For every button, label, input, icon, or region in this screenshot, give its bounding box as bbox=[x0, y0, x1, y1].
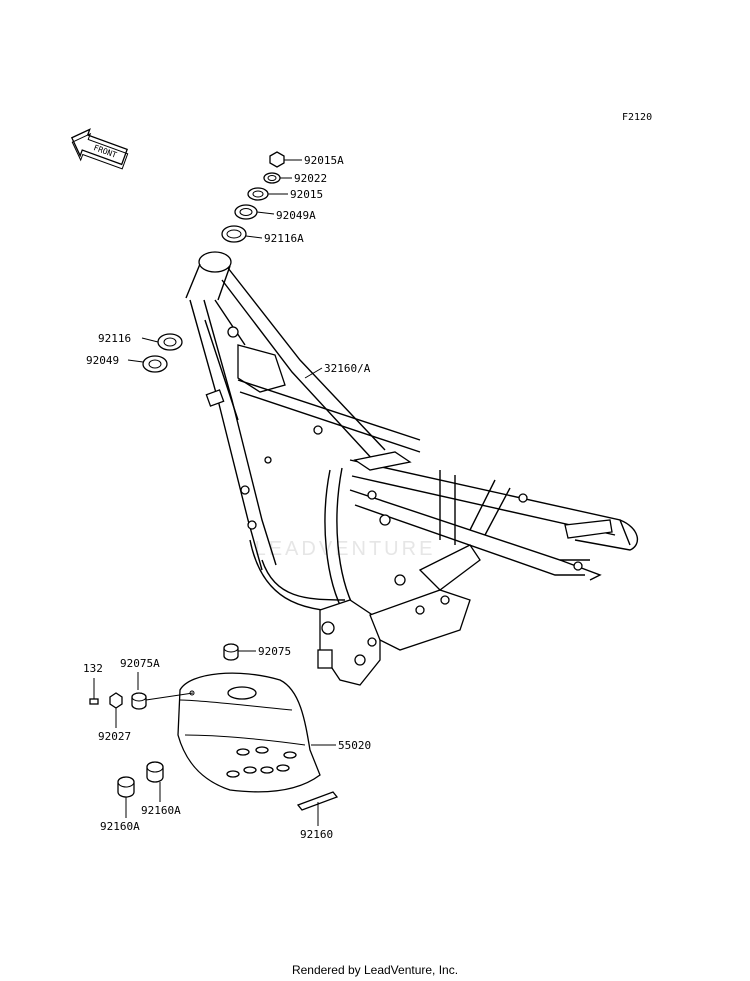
callout-92049[interactable]: 92049 bbox=[86, 354, 119, 367]
callout-92116a[interactable]: 92116A bbox=[264, 232, 304, 245]
callout-92075[interactable]: 92075 bbox=[258, 645, 291, 658]
washer-92022 bbox=[263, 172, 281, 184]
strip-92160 bbox=[296, 791, 339, 811]
callout-55020[interactable]: 55020 bbox=[338, 739, 371, 752]
bolt-132 bbox=[89, 690, 99, 705]
callout-92116[interactable]: 92116 bbox=[98, 332, 131, 345]
damper-92160a-2 bbox=[117, 776, 135, 798]
callout-92027[interactable]: 92027 bbox=[98, 730, 131, 743]
bearing-92116a bbox=[221, 225, 247, 243]
leader-lines bbox=[93, 159, 336, 826]
callout-132[interactable]: 132 bbox=[83, 662, 103, 675]
skid-plate-55020 bbox=[177, 672, 321, 793]
sheet-id: F2120 bbox=[622, 112, 653, 123]
callout-92049a[interactable]: 92049A bbox=[276, 209, 316, 222]
watermark: LEADVENTURE bbox=[255, 538, 436, 560]
front-arrow-icon: FRONT bbox=[70, 128, 129, 170]
callout-92160[interactable]: 92160 bbox=[300, 828, 333, 841]
callout-92015[interactable]: 92015 bbox=[290, 188, 323, 201]
nut-92015 bbox=[247, 187, 269, 201]
damper-92160a-1 bbox=[146, 761, 164, 783]
steering-parts-stack bbox=[221, 151, 285, 243]
bearing-92116 bbox=[157, 333, 183, 351]
seal-92049 bbox=[142, 355, 168, 373]
callout-92160a-2[interactable]: 92160A bbox=[100, 820, 140, 833]
footer-credit: Rendered by LeadVenture, Inc. bbox=[291, 963, 459, 977]
nut-92015a bbox=[269, 151, 285, 168]
callout-92022[interactable]: 92022 bbox=[294, 172, 327, 185]
callout-32160a[interactable]: 32160/A bbox=[324, 362, 371, 375]
callout-92075a[interactable]: 92075A bbox=[120, 657, 160, 670]
seal-92049a bbox=[234, 204, 258, 220]
callout-92160a-1[interactable]: 92160A bbox=[141, 804, 181, 817]
frame-32160 bbox=[185, 251, 639, 686]
callout-92015a[interactable]: 92015A bbox=[304, 154, 344, 167]
nut-92027 bbox=[109, 692, 123, 709]
